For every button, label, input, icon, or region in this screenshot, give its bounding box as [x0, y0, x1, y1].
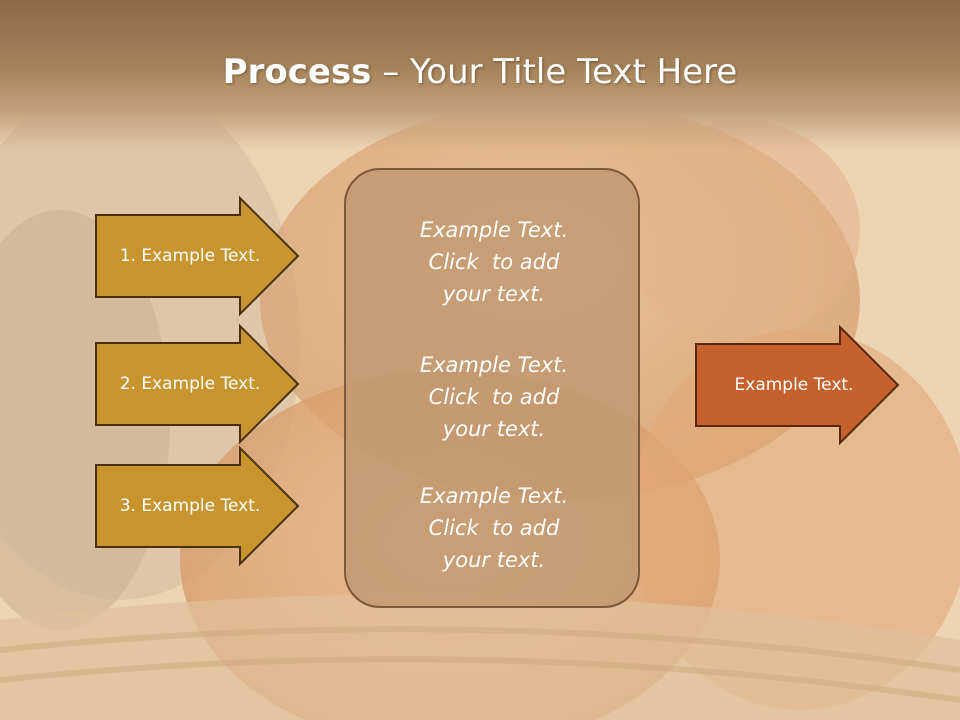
step-label: 3. Example Text. — [119, 496, 261, 516]
step-arrow-2: 2. Example Text. — [95, 323, 300, 445]
title-rest: – Your Title Text Here — [371, 52, 738, 92]
slide-title: Process – Your Title Text Here — [0, 52, 960, 92]
center-text-block-1: Example Text. Click to add your text. — [419, 218, 569, 306]
center-text-box: Example Text. Click to add your text. Ex… — [344, 168, 640, 608]
step-label: 2. Example Text. — [119, 374, 261, 394]
center-text-block-3: Example Text. Click to add your text. — [419, 484, 569, 572]
step-arrow-1: 1. Example Text. — [95, 195, 300, 317]
title-bar — [0, 0, 960, 150]
center-text-block-2: Example Text. Click to add your text. — [419, 353, 569, 441]
title-bold: Process — [222, 52, 372, 92]
output-label: Example Text. — [734, 375, 854, 395]
step-arrow-3: 3. Example Text. — [95, 445, 300, 567]
output-arrow: Example Text. — [695, 324, 900, 446]
step-label: 1. Example Text. — [119, 246, 261, 266]
